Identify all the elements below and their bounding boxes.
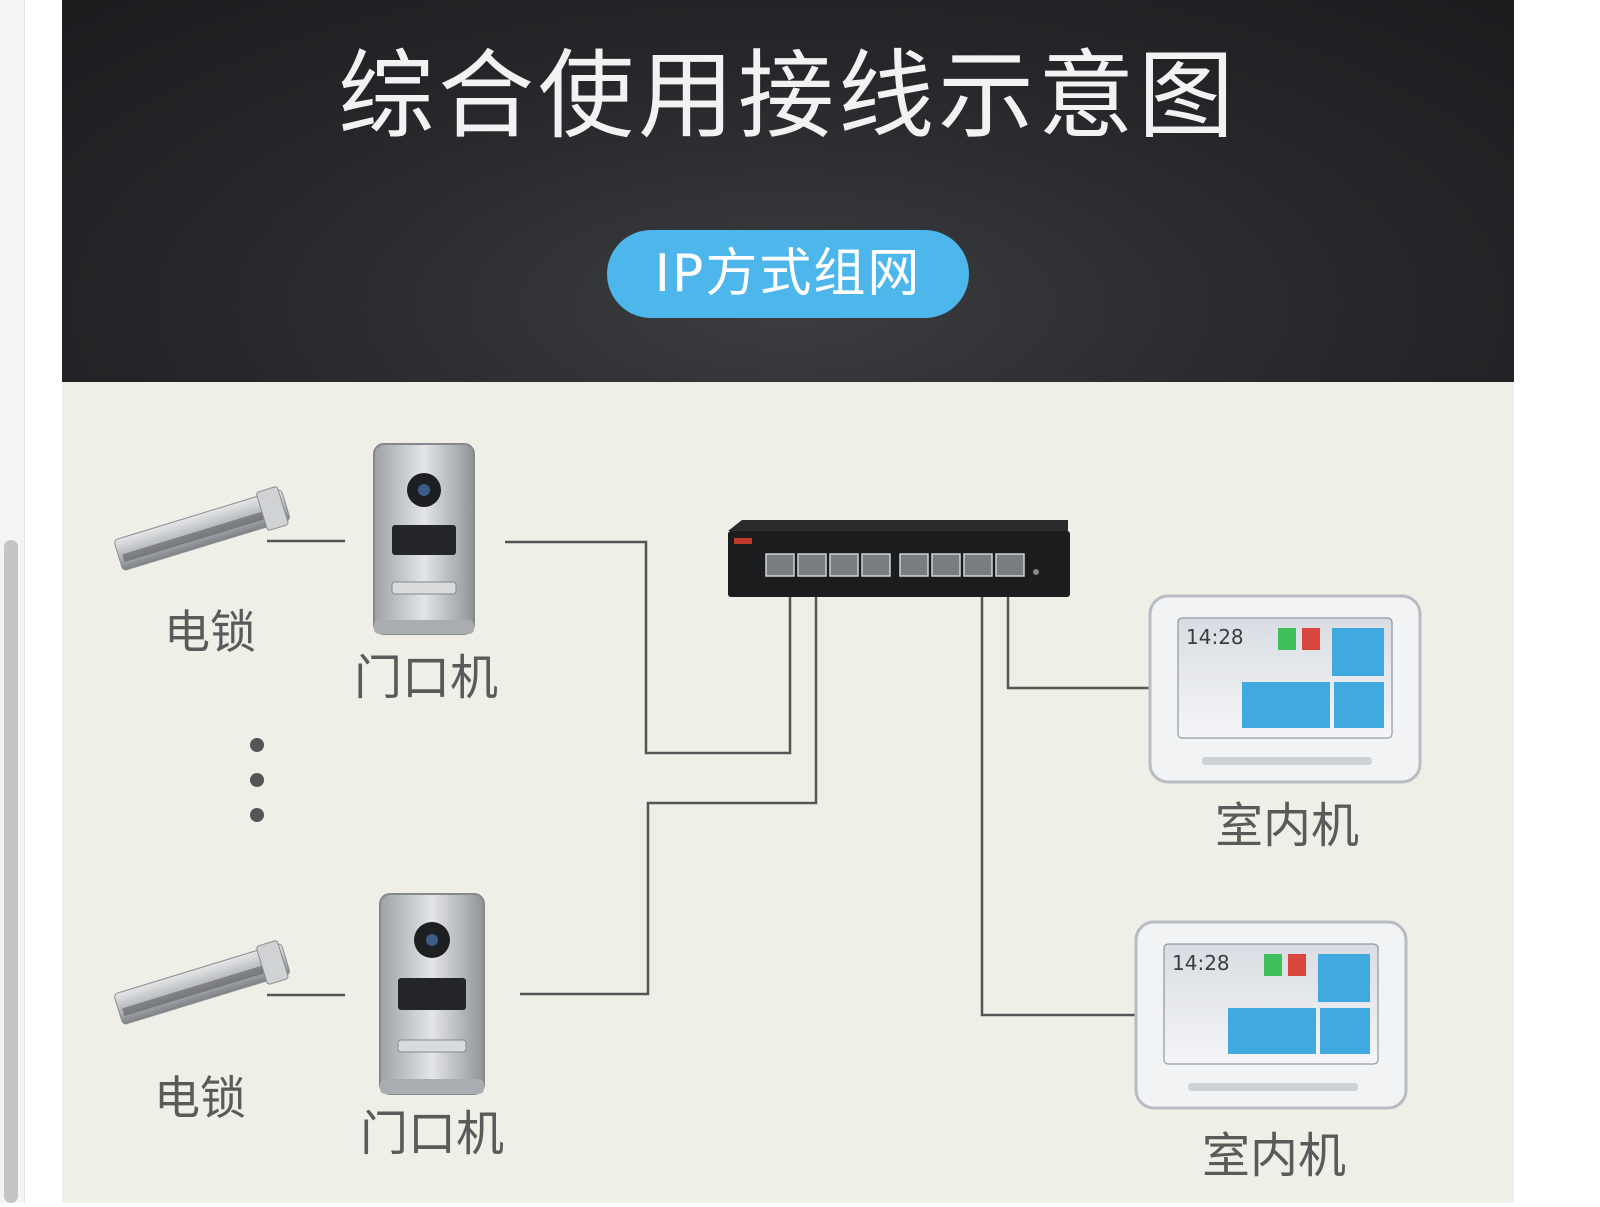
door-station-2 (379, 893, 485, 1095)
wires (267, 539, 1150, 1017)
right-margin (1514, 0, 1600, 1203)
wire-indoor-2 (980, 568, 1138, 1017)
ellipsis-dots (250, 738, 264, 822)
indoor-unit-1: 14:28 (1148, 594, 1422, 784)
wire-door-2 (520, 568, 818, 996)
lock-label-1: 电锁 (164, 605, 256, 659)
indoor-1-clock: 14:28 (1186, 625, 1244, 649)
wiring-diagram: 14:28 14:28 电锁 电锁 门口机 门口机 室内机 室内机 (114, 443, 1422, 1184)
left-sidebar (0, 0, 25, 1203)
door-station-label-2: 门口机 (360, 1106, 504, 1162)
header-banner: 综合使用接线示意图 IP方式组网 (62, 0, 1514, 382)
electric-lock-2 (114, 940, 290, 1025)
mode-badge: IP方式组网 (607, 230, 969, 318)
indoor-unit-label-1: 室内机 (1215, 798, 1359, 854)
wire-door-1 (505, 540, 792, 755)
page-title: 综合使用接线示意图 (338, 40, 1238, 152)
electric-lock-1 (114, 486, 290, 571)
indoor-unit-2: 14:28 (1134, 920, 1408, 1110)
scrollbar-thumb[interactable] (4, 540, 18, 1203)
door-station-1 (373, 443, 475, 635)
door-station-label-1: 门口机 (354, 650, 498, 706)
indoor-unit-label-2: 室内机 (1202, 1128, 1346, 1184)
lock-label-2: 电锁 (154, 1071, 246, 1125)
wire-indoor-1 (1006, 568, 1150, 690)
diagram-canvas: 14:28 14:28 电锁 电锁 门口机 门口机 室内机 室内机 (62, 382, 1514, 1203)
network-switch (728, 520, 1070, 597)
indoor-2-clock: 14:28 (1172, 951, 1230, 975)
